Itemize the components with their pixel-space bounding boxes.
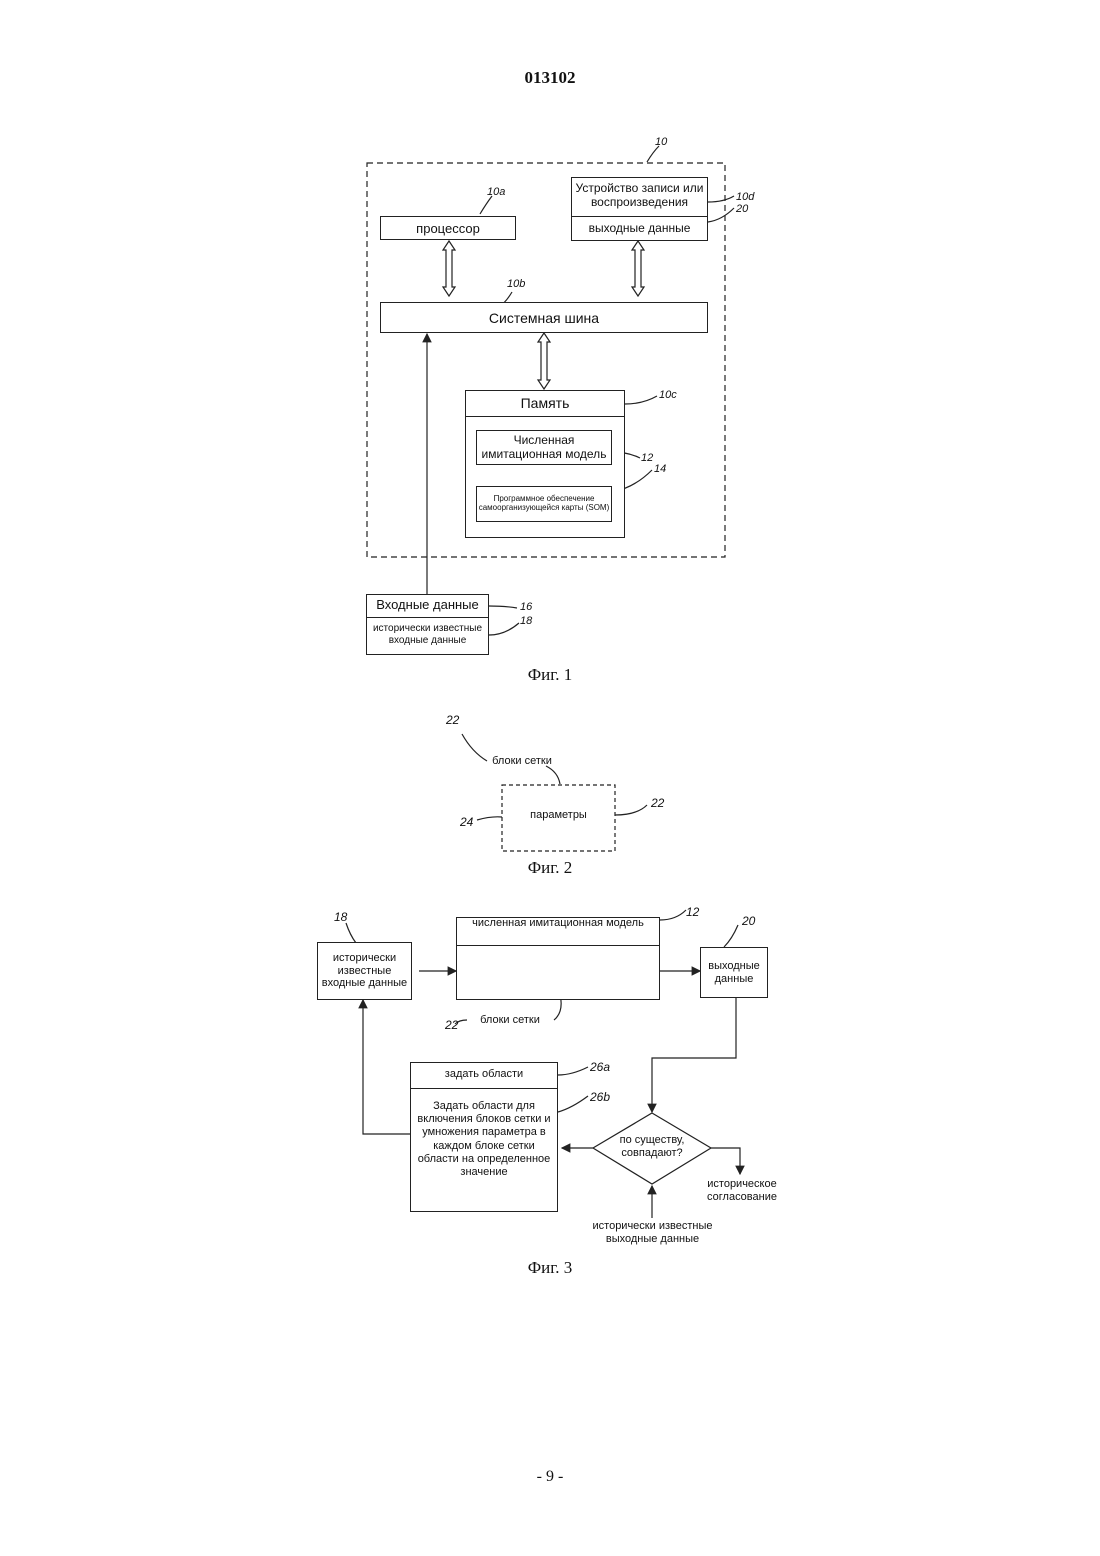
set-desc-label: Задать области для включения блоков сетк… bbox=[414, 1100, 554, 1179]
fig2-ref-param: 24 bbox=[460, 815, 473, 829]
ref-model: 12 bbox=[641, 452, 653, 464]
fig3-output-box: выходные данные bbox=[700, 947, 768, 998]
fig3-ref-grid: 22 bbox=[445, 1018, 458, 1032]
fig3-model-label: численная имитационная модель bbox=[456, 917, 660, 930]
fig2-ref-box: 22 bbox=[651, 796, 664, 810]
output-label: выходные данные bbox=[571, 222, 708, 236]
fig3-model-divider bbox=[456, 945, 660, 946]
processor-bus-arrow bbox=[443, 241, 455, 296]
ref-input: 16 bbox=[520, 601, 532, 613]
fig3-ref-output: 20 bbox=[742, 914, 755, 928]
memory-divider bbox=[465, 416, 625, 417]
ref-som: 14 bbox=[654, 463, 666, 475]
hist-input-label: исторически известные входные данные bbox=[366, 623, 489, 646]
output-bus-arrow bbox=[632, 241, 644, 296]
system-bus-box: Системная шина bbox=[380, 302, 708, 333]
fig3-grid-blocks: блоки сетки bbox=[470, 1014, 550, 1027]
ref-recorder: 10d bbox=[736, 191, 754, 203]
fig2-grid-blocks: блоки сетки bbox=[462, 755, 582, 768]
bus-memory-arrow bbox=[538, 333, 550, 389]
params-label: параметры bbox=[502, 809, 615, 822]
set-to-hist-arrow bbox=[363, 1000, 410, 1134]
fig3-ref-model: 12 bbox=[686, 905, 699, 919]
fig2-ref-top: 22 bbox=[446, 713, 459, 727]
fig3-hist-input-box: исторически известные входные данные bbox=[317, 942, 412, 1000]
decision-label: по существу, совпадают? bbox=[608, 1134, 696, 1159]
memory-label: Память bbox=[465, 395, 625, 411]
hist-output-label: исторически известные выходные данные bbox=[575, 1220, 730, 1245]
output-to-decision-line bbox=[652, 998, 736, 1112]
set-regions-label: задать области bbox=[410, 1068, 558, 1081]
hist-match-label: историческое согласование bbox=[692, 1178, 792, 1203]
input-divider bbox=[366, 617, 489, 618]
fig3-caption: Фиг. 3 bbox=[450, 1258, 650, 1278]
ref-system: 10 bbox=[655, 136, 667, 148]
page-number: - 9 - bbox=[0, 1468, 1100, 1486]
fig3-ref-set-desc: 26b bbox=[590, 1090, 610, 1104]
fig1-caption: Фиг. 1 bbox=[450, 665, 650, 685]
recorder-label: Устройство записи или воспроизведения bbox=[571, 182, 708, 210]
model-box: Численная имитационная модель bbox=[476, 430, 612, 465]
input-label: Входные данные bbox=[366, 598, 489, 613]
ref-bus: 10b bbox=[507, 278, 525, 290]
recorder-divider bbox=[571, 216, 708, 217]
ref-memory: 10c bbox=[659, 389, 677, 401]
ref-processor: 10a bbox=[487, 186, 505, 198]
set-regions-divider bbox=[410, 1088, 558, 1089]
som-box: Программное обеспечение самоорганизующей… bbox=[476, 486, 612, 522]
decision-to-match-arrow bbox=[711, 1148, 740, 1174]
fig3-ref-set: 26a bbox=[590, 1060, 610, 1074]
processor-box: процессор bbox=[380, 216, 516, 240]
ref-output: 20 bbox=[736, 203, 748, 215]
fig2-caption: Фиг. 2 bbox=[450, 858, 650, 878]
ref-hist: 18 bbox=[520, 615, 532, 627]
fig3-ref-hist: 18 bbox=[334, 910, 347, 924]
